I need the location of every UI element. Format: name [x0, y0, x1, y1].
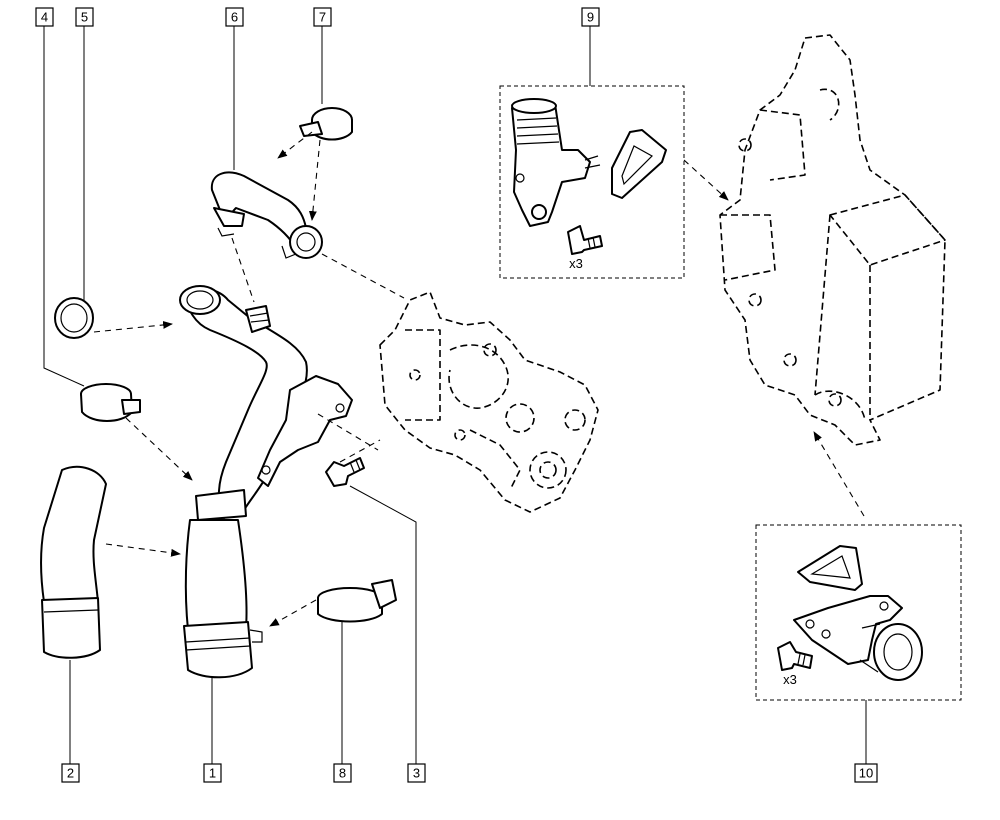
- svg-text:5: 5: [81, 10, 88, 25]
- hose-clip-8: [317, 579, 397, 623]
- svg-text:10: 10: [859, 766, 873, 781]
- svg-text:7: 7: [319, 10, 326, 25]
- kit-10-screw-quantity: x3: [783, 672, 797, 687]
- o-ring-inner: [60, 303, 88, 333]
- svg-text:9: 9: [587, 10, 594, 25]
- callout-3: 3: [407, 763, 426, 783]
- main-coolant-pipe: [179, 285, 353, 679]
- kit-9-box: [499, 85, 685, 279]
- kit-9-gasket: [611, 129, 667, 199]
- upper-hose: [210, 171, 323, 259]
- svg-text:4: 4: [41, 10, 48, 25]
- thermostat-housing-ghost: [719, 34, 946, 446]
- leader-lines: [43, 26, 867, 764]
- kit-10-thermostat-outlet: [793, 595, 923, 681]
- kit-10-screw: [777, 641, 813, 671]
- hose-clip-7: [299, 107, 353, 141]
- svg-text:3: 3: [413, 766, 420, 781]
- callout-5: 5: [75, 7, 94, 27]
- callout-8: 8: [333, 763, 352, 783]
- svg-text:2: 2: [67, 766, 74, 781]
- svg-text:1: 1: [209, 766, 216, 781]
- kit-9-screw-quantity: x3: [569, 256, 583, 271]
- callout-7: 7: [313, 7, 332, 27]
- callout-9: 9: [581, 7, 600, 27]
- kit-9-screw: [567, 225, 603, 255]
- callout-1: 1: [203, 763, 222, 783]
- callout-2: 2: [61, 763, 80, 783]
- svg-text:8: 8: [339, 766, 346, 781]
- callout-10: 10: [854, 763, 878, 783]
- kit-9-thermostat-outlet: [511, 98, 601, 227]
- callout-6: 6: [225, 7, 244, 27]
- engine-block-ghost: [379, 291, 599, 513]
- bolt: [325, 457, 365, 487]
- short-hose: [40, 465, 107, 659]
- kit-10-box: [755, 524, 962, 701]
- assembly-arrows: [93, 131, 865, 627]
- hose-clip-4: [80, 383, 141, 422]
- callout-4: 4: [35, 7, 54, 27]
- kit-10-gasket: [797, 545, 863, 591]
- svg-text:6: 6: [231, 10, 238, 25]
